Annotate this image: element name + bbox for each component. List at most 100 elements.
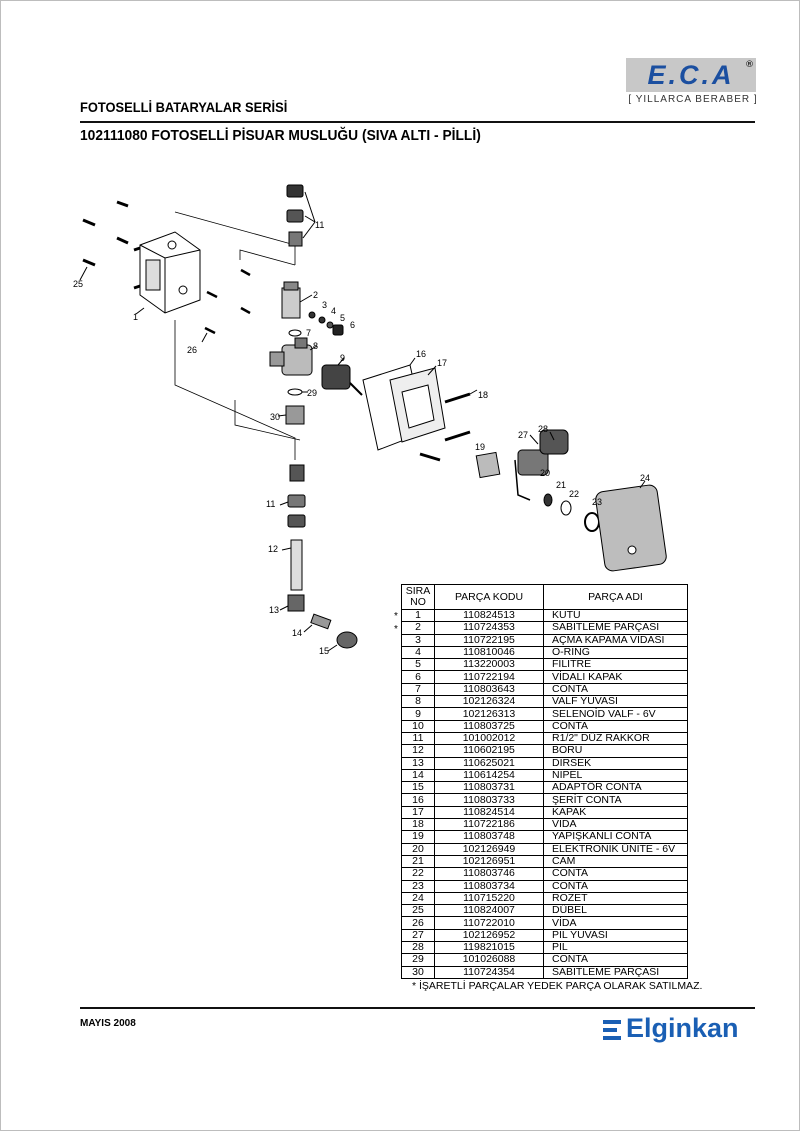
callout-4: 4 (331, 306, 336, 316)
cell-no: 4 (401, 645, 435, 660)
cell-no: 8 (401, 695, 435, 709)
cell-no: 25 (401, 904, 435, 918)
cell-name: CAM (543, 854, 688, 869)
cell-no: 15 (401, 781, 435, 795)
elginkan-mark-icon (603, 1020, 621, 1040)
callout-11-top: 11 (315, 220, 324, 230)
callout-1: 1 (133, 312, 138, 322)
callout-5: 5 (340, 313, 345, 323)
cell-name: BORU (543, 744, 688, 758)
cell-no: 27 (401, 928, 435, 943)
cell-name: ELEKTRONİK ÜNİTE - 6V (543, 842, 688, 856)
callout-28: 28 (538, 424, 548, 434)
cell-code: 110810046 (434, 645, 544, 660)
cell-no: 28 (401, 941, 435, 955)
cell-no: 7 (401, 682, 435, 697)
cell-no: 11 (401, 731, 435, 746)
cell-no: 23 (401, 879, 435, 893)
cell-no: 1 (401, 608, 435, 623)
callout-24: 24 (640, 473, 650, 483)
cover-plate-24 (595, 484, 667, 572)
cell-code: 102126313 (434, 707, 544, 721)
spare-marker-row-1: * (394, 611, 398, 622)
cell-code: 110803746 (434, 867, 544, 881)
cell-no: 22 (401, 867, 435, 881)
table-header-row: SIRA NO PARÇA KODU PARÇA ADI (401, 584, 688, 610)
cell-no: 14 (401, 768, 435, 783)
cell-name: CONTA (543, 682, 688, 697)
cell-no: 10 (401, 719, 435, 733)
cell-no: 3 (401, 633, 435, 647)
cell-no: 17 (401, 805, 435, 820)
cell-name: DÜBEL (543, 904, 688, 918)
eca-logo-text: E.C.A (647, 60, 735, 90)
cell-code: 110824007 (434, 904, 544, 918)
header-rule (80, 121, 755, 123)
cell-name: VİDA (543, 818, 688, 832)
cell-name: PİL (543, 941, 688, 955)
cell-code: 110614254 (434, 768, 544, 783)
cell-name: ŞERİT CONTA (543, 793, 688, 807)
valve-body-8 (269, 337, 313, 376)
cell-code: 110724354 (434, 965, 544, 979)
footer-date: MAYIS 2008 (80, 1018, 136, 1029)
callout-12: 12 (268, 544, 278, 554)
cell-name: CONTA (543, 719, 688, 733)
callout-3: 3 (322, 300, 327, 310)
cell-name: VİDALI KAPAK (543, 670, 688, 684)
cell-code: 110824514 (434, 805, 544, 820)
cell-name: SABİTLEME PARÇASI (543, 621, 688, 635)
cell-code: 110724353 (434, 621, 544, 635)
cell-code: 101002012 (434, 731, 544, 746)
cell-name: KUTU (543, 608, 688, 623)
cell-code: 110803725 (434, 719, 544, 733)
callout-20: 20 (540, 468, 550, 478)
column-header-code: PARÇA KODU (434, 584, 544, 610)
cell-no: 29 (401, 953, 435, 967)
cell-no: 19 (401, 830, 435, 844)
spare-marker-row-2: * (394, 624, 398, 635)
cell-no: 30 (401, 965, 435, 979)
cell-name: CONTA (543, 867, 688, 881)
cell-no: 9 (401, 707, 435, 721)
callout-8: 8 (313, 341, 318, 351)
exploded-view-diagram: 1 2 3 4 5 6 7 8 9 11 11 12 13 14 15 16 1… (73, 184, 667, 656)
cell-code: 110625021 (434, 756, 544, 770)
cell-code: 110715220 (434, 891, 544, 906)
cell-code: 110722195 (434, 633, 544, 647)
cell-name: SELENOİD VALF - 6V (543, 707, 688, 721)
cell-name: AÇMA KAPAMA VİDASI (543, 633, 688, 647)
cell-no: 13 (401, 756, 435, 770)
cell-code: 102126324 (434, 695, 544, 709)
cell-name: YAPIŞKANLI CONTA (543, 830, 688, 844)
callout-30: 30 (270, 412, 280, 422)
cell-code: 110803733 (434, 793, 544, 807)
electronics-unit (514, 429, 569, 501)
cell-name: R1/2" DÜZ RAKKOR (543, 731, 688, 746)
cell-name: CONTA (543, 953, 688, 967)
callout-22: 22 (569, 489, 579, 499)
column-header-no: SIRA NO (401, 584, 435, 610)
